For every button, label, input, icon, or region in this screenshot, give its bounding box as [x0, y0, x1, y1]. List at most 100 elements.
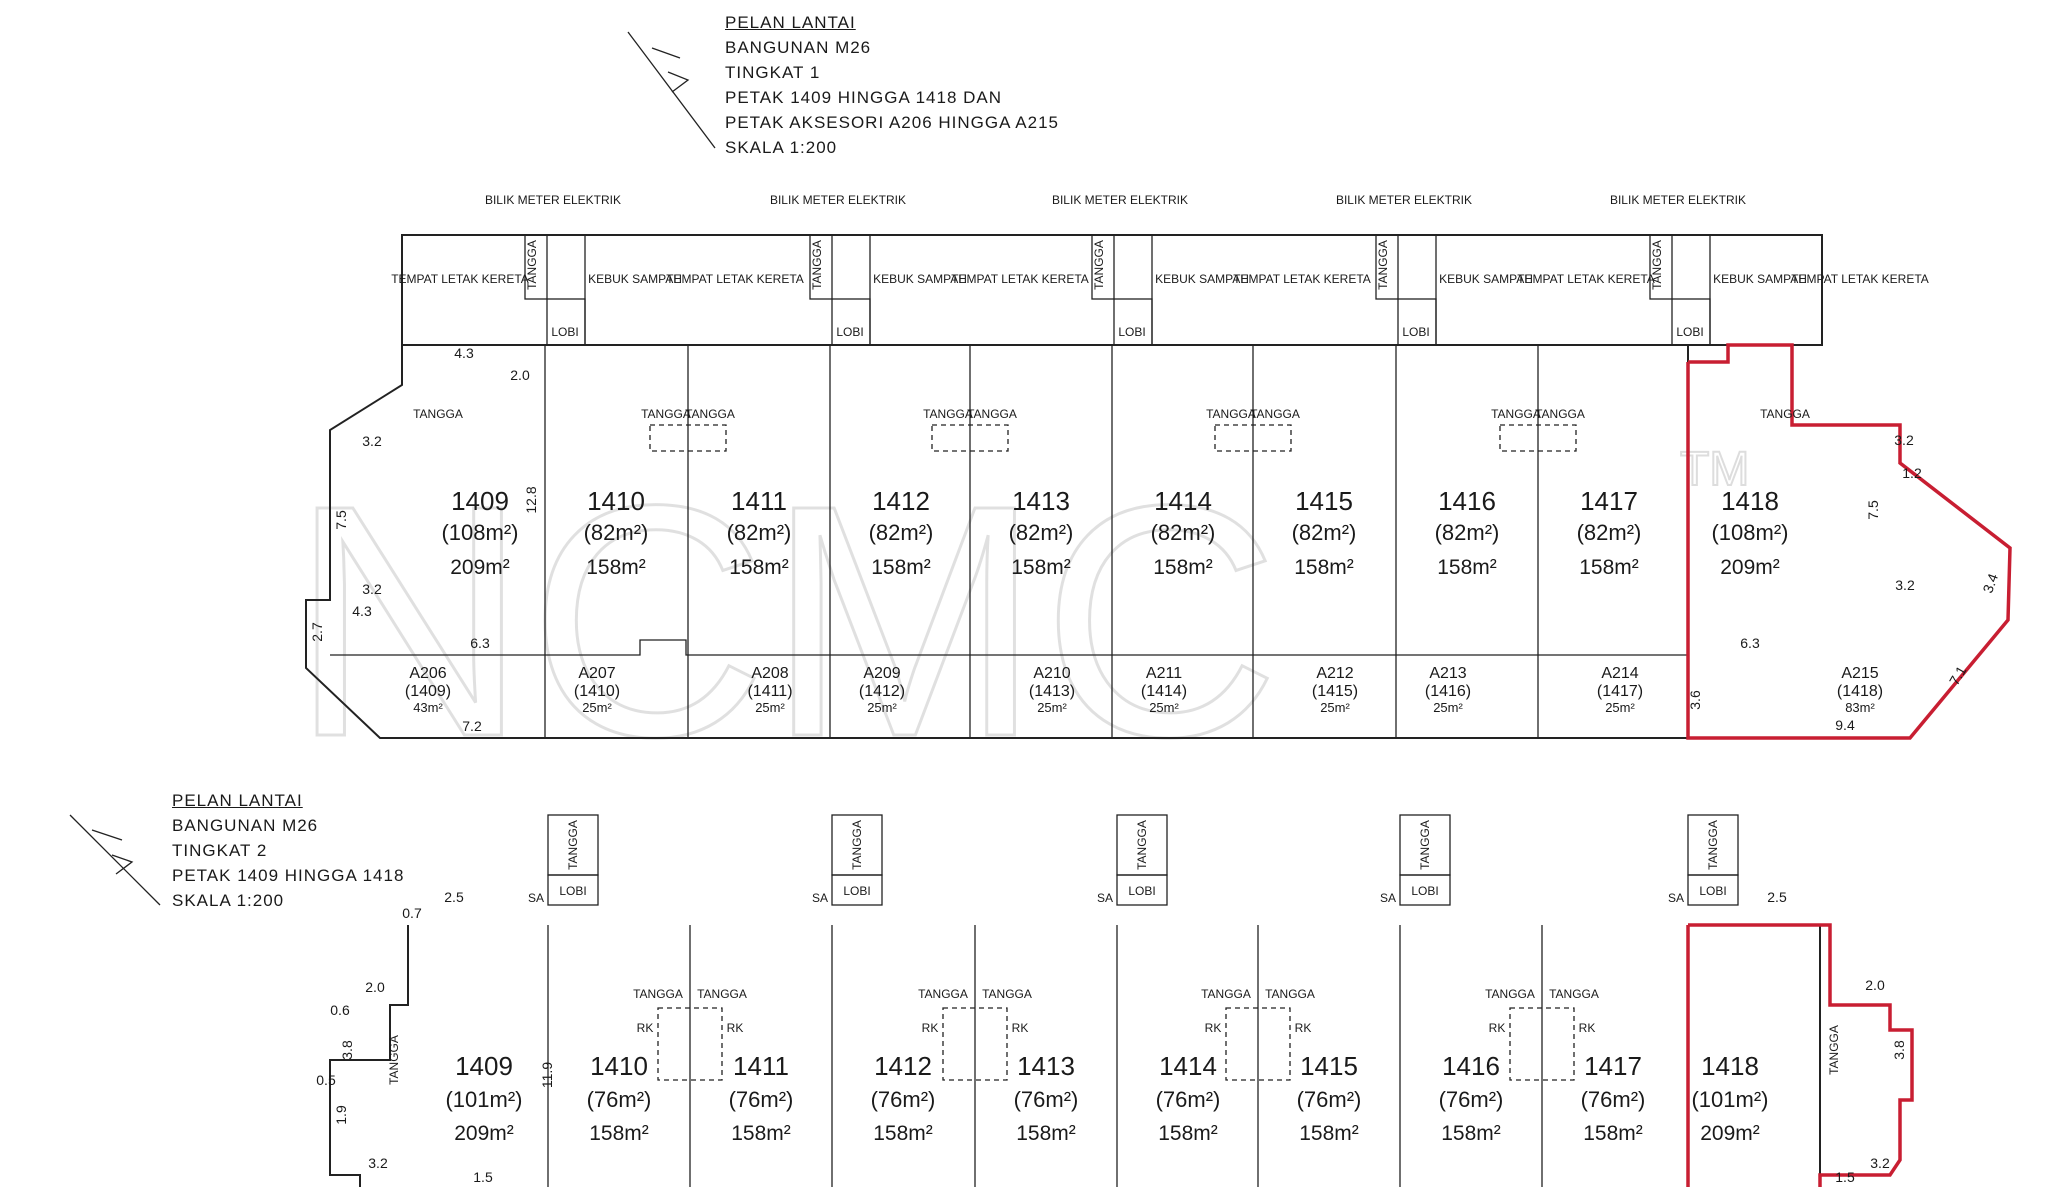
level2-parcel-1409-floor-area: (101m²)	[445, 1087, 522, 1112]
plan2-dimensions: 2.5 0.7 2.0 0.6 3.8 0.5 1.9 3.2 1.5 11.9…	[316, 889, 1907, 1185]
stair-label: TANGGA	[967, 407, 1017, 421]
dim-label: 0.6	[330, 1002, 350, 1018]
plan1-dimensions: 4.3 2.0 3.2 7.5 12.8 3.2 4.3 2.7 6.3 7.2…	[309, 345, 2001, 734]
stair-label: TANGGA	[923, 407, 973, 421]
plan1-drawing	[305, 234, 2012, 740]
lobby-box	[831, 874, 883, 906]
parcel-1411-total-area: 158m²	[729, 556, 789, 579]
plan2-scale: SKALA 1:200	[172, 891, 285, 910]
plan1-title: PELAN LANTAI	[725, 13, 856, 32]
plan1-floor: TINGKAT 1	[725, 63, 821, 82]
rk-label: RK	[1489, 1021, 1506, 1035]
plan1-outline	[305, 345, 1689, 739]
accessory-A208-parent: (1411)	[747, 683, 792, 700]
parcel-1416-number: 1416	[1438, 486, 1496, 516]
rk-label: RK	[1012, 1021, 1029, 1035]
rk-label: RK	[1205, 1021, 1222, 1035]
stair-label: TANGGA	[1201, 987, 1251, 1001]
stair-label: TANGGA	[1092, 240, 1106, 290]
parcel-1411-number: 1411	[731, 486, 787, 516]
dim-label: 3.2	[362, 433, 382, 449]
internal-stair	[931, 424, 1009, 452]
rk-label: RK	[1295, 1021, 1312, 1035]
stair-box	[1649, 234, 1673, 300]
lobby-box	[547, 874, 599, 906]
parcel-1411-floor-area: (82m²)	[727, 520, 792, 545]
dim-label: 2.7	[309, 622, 325, 642]
internal-stair	[1509, 1007, 1575, 1081]
stair-label: TANGGA	[413, 407, 463, 421]
meter-room-label: BILIK METER ELEKTRIK	[485, 193, 621, 207]
plan2-drawing	[329, 814, 1914, 1187]
level2-parcel-1409-number: 1409	[455, 1051, 513, 1081]
dim-label: 2.5	[1767, 889, 1787, 905]
level2-parcel-1409-total-area: 209m²	[454, 1122, 514, 1145]
level2-parcel-1418-floor-area: (101m²)	[1691, 1087, 1768, 1112]
accessory-A206-label: A206	[409, 665, 446, 682]
plan2-title-block: PELAN LANTAI BANGUNAN M26 TINGKAT 2 PETA…	[172, 788, 404, 913]
level2-parcel-1418-total-area: 209m²	[1700, 1122, 1760, 1145]
bin-room-label: KEBUK SAMPAH	[873, 272, 967, 286]
parking-label: TEMPAT LETAK KERETA	[1517, 272, 1655, 286]
plan1-parcel-range: PETAK 1409 HINGGA 1418 DAN	[725, 88, 1003, 107]
stair-label: TANGGA	[566, 820, 580, 870]
level2-parcel-1413-floor-area: (76m²)	[1014, 1087, 1079, 1112]
parcel-1412-floor-area: (82m²)	[869, 520, 934, 545]
plan1-scale: SKALA 1:200	[725, 138, 838, 157]
lobby-label: LOBI	[551, 325, 578, 339]
stair-label: TANGGA	[1206, 407, 1256, 421]
dim-label: 2.0	[1865, 977, 1885, 993]
dim-label: 1.5	[473, 1169, 493, 1185]
stair-label: TANGGA	[918, 987, 968, 1001]
internal-stair	[1214, 424, 1292, 452]
level2-parcel-1418-number: 1418	[1701, 1051, 1759, 1081]
bin-room-label: KEBUK SAMPAH	[588, 272, 682, 286]
plan1-building: BANGUNAN M26	[725, 38, 872, 57]
parcel-1413-number: 1413	[1012, 486, 1070, 516]
stair-label: TANGGA	[1650, 240, 1664, 290]
internal-stair	[649, 424, 727, 452]
parcel-1413-floor-area: (82m²)	[1009, 520, 1074, 545]
dim-label: 7.5	[1865, 500, 1881, 520]
lobby-box	[1687, 874, 1739, 906]
stair-label: TANGGA	[633, 987, 683, 1001]
dim-label: 2.0	[365, 979, 385, 995]
lobby-box	[1116, 874, 1168, 906]
plan1-accessory-line	[330, 639, 1688, 656]
plan1-title-block: PELAN LANTAI BANGUNAN M26 TINGKAT 1 PETA…	[725, 10, 1059, 160]
internal-stair	[942, 1007, 1008, 1081]
parcel-1409-total-area: 209m²	[450, 556, 510, 579]
parking-label: TEMPAT LETAK KERETA	[391, 272, 529, 286]
meter-room-label: BILIK METER ELEKTRIK	[1052, 193, 1188, 207]
dim-label: 3.2	[1894, 432, 1914, 448]
lobby-label: LOBI	[559, 884, 586, 898]
stair-label: TANGGA	[982, 987, 1032, 1001]
dim-label: 6.3	[1740, 635, 1760, 651]
parcel-1415-floor-area: (82m²)	[1292, 520, 1357, 545]
accessory-A207-parent: (1410)	[574, 683, 620, 700]
accessory-A209-area: 25m²	[867, 700, 897, 715]
parcel-1417-number: 1417	[1580, 486, 1638, 516]
level2-parcel-1417-floor-area: (76m²)	[1581, 1087, 1646, 1112]
parcel-1409-floor-area: (108m²)	[441, 520, 518, 545]
bin-room-label: KEBUK SAMPAH	[1155, 272, 1249, 286]
watermark-text: NCMC	[290, 436, 1280, 805]
accessory-A211-area: 25m²	[1149, 700, 1179, 715]
stair-label: TANGGA	[850, 820, 864, 870]
rk-label: RK	[637, 1021, 654, 1035]
parcel-1415-number: 1415	[1295, 486, 1353, 516]
parking-label: TEMPAT LETAK KERETA	[1791, 272, 1929, 286]
stair-label: TANGGA	[1760, 407, 1810, 421]
lobby-label: LOBI	[1128, 884, 1155, 898]
accessory-A211-label: A211	[1146, 665, 1182, 682]
accessory-A209-parent: (1412)	[859, 683, 905, 700]
parcel-1418-highlight-level2	[1686, 923, 1914, 1187]
level2-parcel-1410-floor-area: (76m²)	[587, 1087, 652, 1112]
stair-label: TANGGA	[1706, 820, 1720, 870]
parcel-1418-number: 1418	[1721, 486, 1779, 516]
plan1-accessory-range: PETAK AKSESORI A206 HINGGA A215	[725, 113, 1060, 132]
sa-label: SA	[1097, 891, 1113, 905]
meter-room-label: BILIK METER ELEKTRIK	[1610, 193, 1746, 207]
level2-parcel-1414-total-area: 158m²	[1158, 1122, 1218, 1145]
dim-label: 3.2	[1895, 577, 1915, 593]
